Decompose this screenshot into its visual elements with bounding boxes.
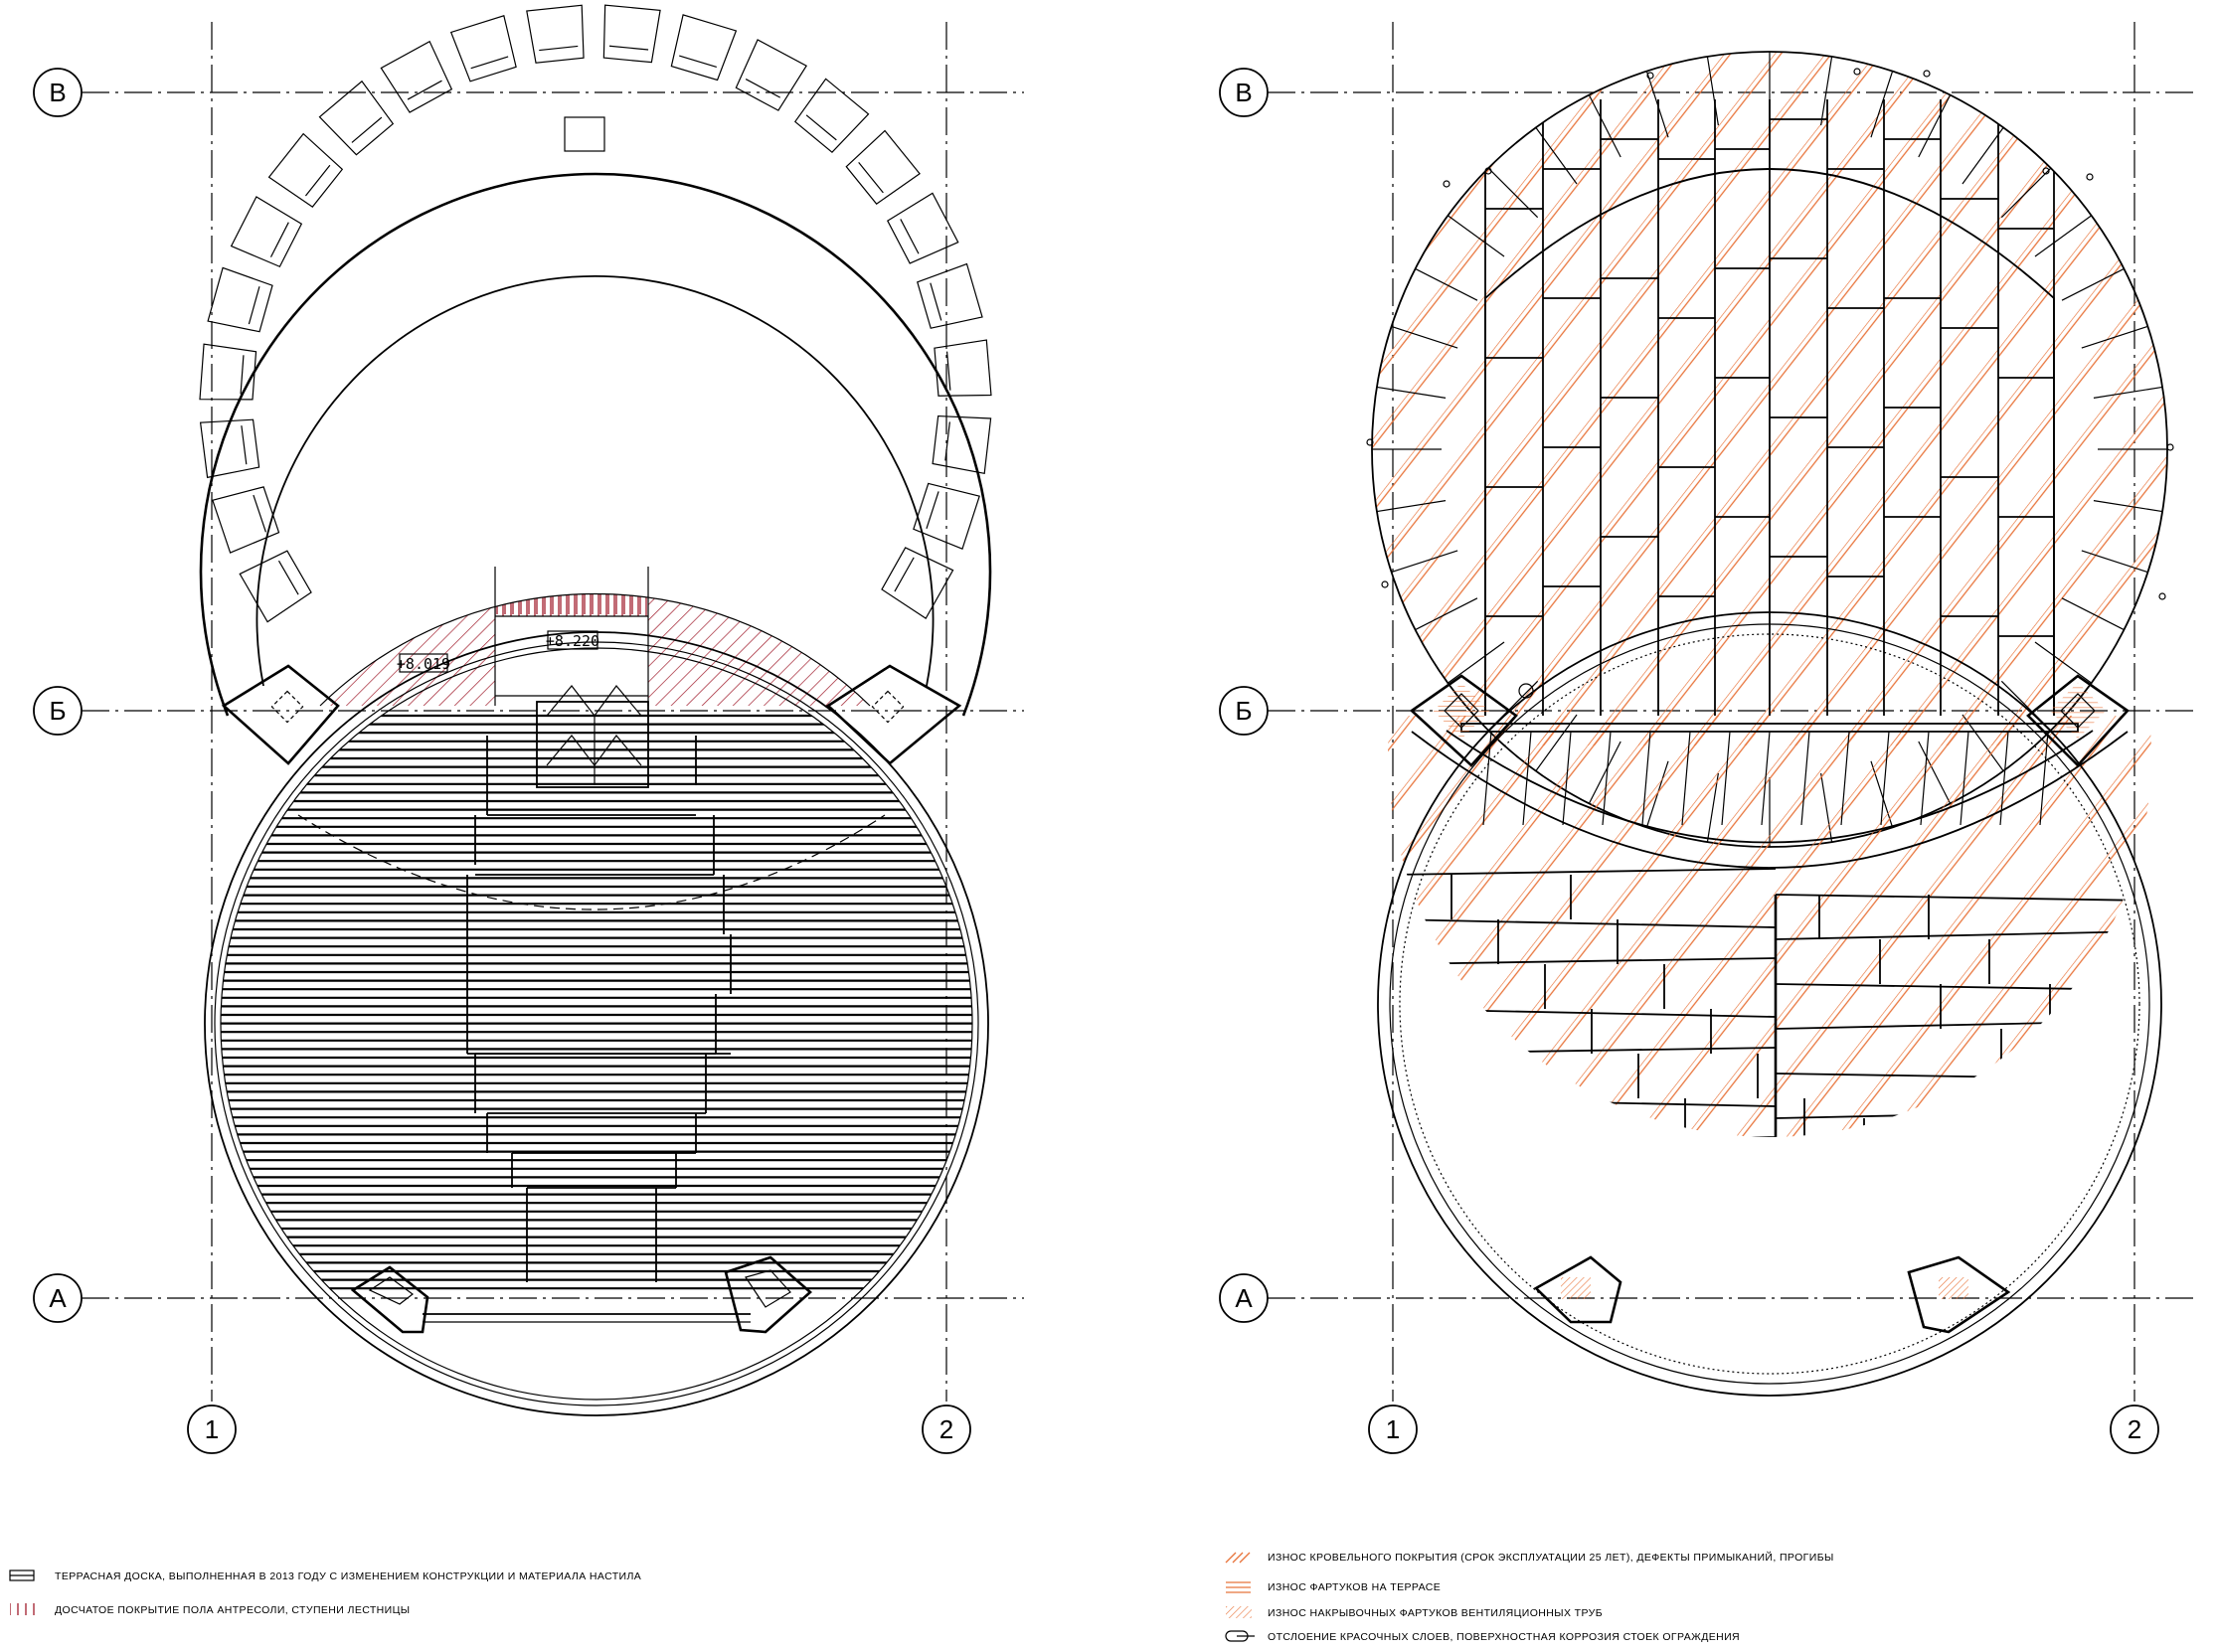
svg-text:+8.220: +8.220	[546, 632, 599, 650]
ring-window-box	[932, 414, 992, 474]
ring-window-box	[735, 39, 807, 111]
axis-bubble-row-v-left: В	[33, 68, 83, 117]
drain-icon	[1518, 683, 1534, 699]
pier-a2-right	[1907, 1255, 2011, 1334]
svg-text:+8.019: +8.019	[397, 655, 450, 673]
legend-item-terrace-board: ТЕРРАСНАЯ ДОСКА, ВЫПОЛНЕННАЯ В 2013 ГОДУ…	[9, 1569, 641, 1582]
railing-post	[1484, 167, 1492, 175]
ring-window-box	[526, 4, 585, 64]
pier-b1-left	[221, 664, 340, 765]
ring-window-box	[845, 129, 921, 205]
svg-text:ДОСЧАТОЕ ПОКРЫТИЕ ПОЛА АНТРЕСО: ДОСЧАТОЕ ПОКРЫТИЕ ПОЛА АНТРЕСОЛИ, СТУПЕН…	[55, 1604, 410, 1616]
ring-window-box	[449, 15, 517, 83]
railing-posts	[1366, 68, 2174, 600]
svg-text:1: 1	[205, 1414, 219, 1444]
pier-a1-left	[350, 1265, 429, 1334]
svg-text:А: А	[1235, 1283, 1253, 1313]
left-plan: +8.019 +8.220	[199, 4, 992, 1416]
ring-window-box	[199, 418, 260, 479]
svg-text:2: 2	[2128, 1414, 2141, 1444]
axis-bubble-row-b-right: Б	[1219, 686, 1269, 736]
svg-text:В: В	[1235, 78, 1252, 107]
ring-window-box	[230, 196, 303, 268]
svg-text:В: В	[49, 78, 66, 107]
svg-text:2: 2	[939, 1414, 953, 1444]
railing-post	[1853, 68, 1861, 76]
ring-window-box	[887, 192, 959, 264]
stair-block-left	[536, 685, 649, 788]
ring-window-box	[934, 339, 992, 397]
ring-window-box	[881, 547, 954, 620]
railing-post	[1366, 438, 1374, 446]
svg-text:Б: Б	[1235, 696, 1252, 726]
legend-right: ИЗНОС КРОВЕЛЬНОГО ПОКРЫТИЯ (СРОК ЭКСПЛУА…	[1225, 1551, 1834, 1643]
ring-window-box	[793, 78, 870, 154]
legend-item-apron-wear: ИЗНОС ФАРТУКОВ НА ТЕРРАСЕ	[1226, 1581, 1441, 1593]
svg-text:ИЗНОС НАКРЫВОЧНЫХ ФАРТУКОВ ВЕН: ИЗНОС НАКРЫВОЧНЫХ ФАРТУКОВ ВЕНТИЛЯЦИОННЫ…	[1268, 1607, 1603, 1619]
axis-bubble-col-2-right: 2	[2110, 1404, 2159, 1454]
orange-dense-icon	[1226, 1606, 1252, 1618]
vent-pier-right-right	[2026, 674, 2130, 767]
orange-horizontal-icon	[1226, 1581, 1251, 1593]
svg-text:А: А	[49, 1283, 67, 1313]
terrace-boards	[221, 714, 972, 1290]
axis-bubble-row-a-left: А	[33, 1273, 83, 1323]
ring-window-box	[199, 343, 257, 401]
axis-bubble-row-v-right: В	[1219, 68, 1269, 117]
axis-bubble-col-1-left: 1	[187, 1404, 237, 1454]
legend-item-roof-wear: ИЗНОС КРОВЕЛЬНОГО ПОКРЫТИЯ (СРОК ЭКСПЛУА…	[1225, 1551, 1834, 1564]
vent-pier-left-right	[1409, 674, 1518, 767]
upper-ring-left	[199, 4, 992, 717]
svg-text:Б: Б	[49, 696, 66, 726]
ring-window-box	[602, 4, 661, 64]
board-icon	[9, 1569, 35, 1581]
legend-item-paint-peeling: ОТСЛОЕНИЕ КРАСОЧНЫХ СЛОЕВ, ПОВЕРХНОСТНАЯ…	[1225, 1630, 1740, 1643]
pier-b2-left	[825, 664, 962, 765]
axis-grid-left	[82, 22, 1024, 1402]
railing-post	[1443, 180, 1450, 188]
svg-text:ИЗНОС КРОВЕЛЬНОГО ПОКРЫТИЯ (СР: ИЗНОС КРОВЕЛЬНОГО ПОКРЫТИЯ (СРОК ЭКСПЛУА…	[1268, 1551, 1834, 1564]
railing-post	[1923, 70, 1931, 78]
legend-item-mezzanine-floor: ДОСЧАТОЕ ПОКРЫТИЕ ПОЛА АНТРЕСОЛИ, СТУПЕН…	[10, 1603, 410, 1616]
railing-post	[1381, 580, 1389, 588]
svg-text:ТЕРРАСНАЯ ДОСКА, ВЫПОЛНЕННАЯ В: ТЕРРАСНАЯ ДОСКА, ВЫПОЛНЕННАЯ В 2013 ГОДУ…	[55, 1570, 641, 1582]
pier-a1-right	[1533, 1255, 1622, 1324]
ring-window-box	[913, 482, 980, 550]
right-plan	[1366, 51, 2174, 1397]
capsule-icon	[1225, 1630, 1255, 1642]
vent-box	[564, 116, 605, 152]
legend-item-vent-apron-wear: ИЗНОС НАКРЫВОЧНЫХ ФАРТУКОВ ВЕНТИЛЯЦИОННЫ…	[1226, 1606, 1603, 1619]
svg-text:ИЗНОС ФАРТУКОВ НА ТЕРРАСЕ: ИЗНОС ФАРТУКОВ НА ТЕРРАСЕ	[1268, 1581, 1441, 1593]
railing-post	[2042, 167, 2050, 175]
ring-window-box	[380, 40, 453, 113]
ring-segments-left	[199, 4, 992, 623]
svg-text:ОТСЛОЕНИЕ КРАСОЧНЫХ СЛОЕВ, ПОВ: ОТСЛОЕНИЕ КРАСОЧНЫХ СЛОЕВ, ПОВЕРХНОСТНАЯ…	[1268, 1631, 1740, 1643]
svg-text:1: 1	[1386, 1414, 1400, 1444]
ring-window-box	[239, 550, 312, 623]
pier-a2-left	[724, 1255, 812, 1334]
axis-bubble-col-1-right: 1	[1368, 1404, 1418, 1454]
ring-window-box	[212, 486, 280, 554]
ring-window-box	[267, 132, 344, 208]
railing-post	[2086, 173, 2094, 181]
red-hatch-icon	[10, 1603, 36, 1615]
ring-window-box	[670, 14, 738, 82]
axis-bubble-row-a-right: А	[1219, 1273, 1269, 1323]
orange-diagonal-icon	[1225, 1552, 1251, 1564]
legend-left: ТЕРРАСНАЯ ДОСКА, ВЫПОЛНЕННАЯ В 2013 ГОДУ…	[9, 1569, 641, 1616]
ring-window-box	[917, 262, 983, 329]
railing-post	[2166, 443, 2174, 451]
railing-post	[1646, 72, 1654, 80]
ring-window-box	[318, 80, 395, 156]
axis-bubble-row-b-left: Б	[33, 686, 83, 736]
axis-bubble-col-2-left: 2	[922, 1404, 971, 1454]
railing-post	[2158, 592, 2166, 600]
ring-window-box	[207, 266, 273, 333]
